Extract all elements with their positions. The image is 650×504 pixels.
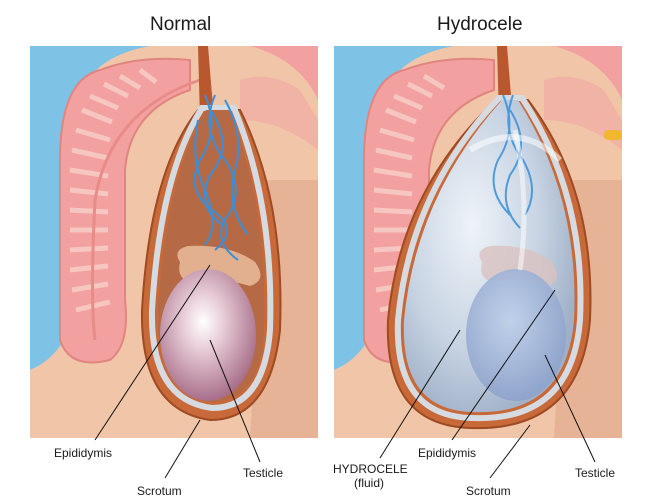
- testicle-right: [466, 269, 566, 401]
- label-hydrocele-line2: (fluid): [333, 476, 405, 490]
- label-epididymis-right: Epididymis: [418, 446, 476, 460]
- hydrocele-panel: [334, 46, 622, 438]
- testicle-left: [160, 269, 256, 401]
- label-epididymis-left: Epididymis: [54, 446, 112, 460]
- panel-title-normal: Normal: [150, 14, 211, 36]
- label-scrotum-right: Scrotum: [466, 484, 511, 498]
- normal-panel: [30, 46, 318, 438]
- label-testicle-left: Testicle: [243, 466, 283, 480]
- label-hydrocele-line1: HYDROCELE: [333, 462, 405, 476]
- label-scrotum-left: Scrotum: [137, 484, 182, 498]
- label-testicle-right: Testicle: [575, 466, 615, 480]
- gland-right: [604, 130, 622, 140]
- panel-title-hydrocele: Hydrocele: [437, 14, 523, 36]
- label-hydrocele: HYDROCELE (fluid): [333, 462, 405, 490]
